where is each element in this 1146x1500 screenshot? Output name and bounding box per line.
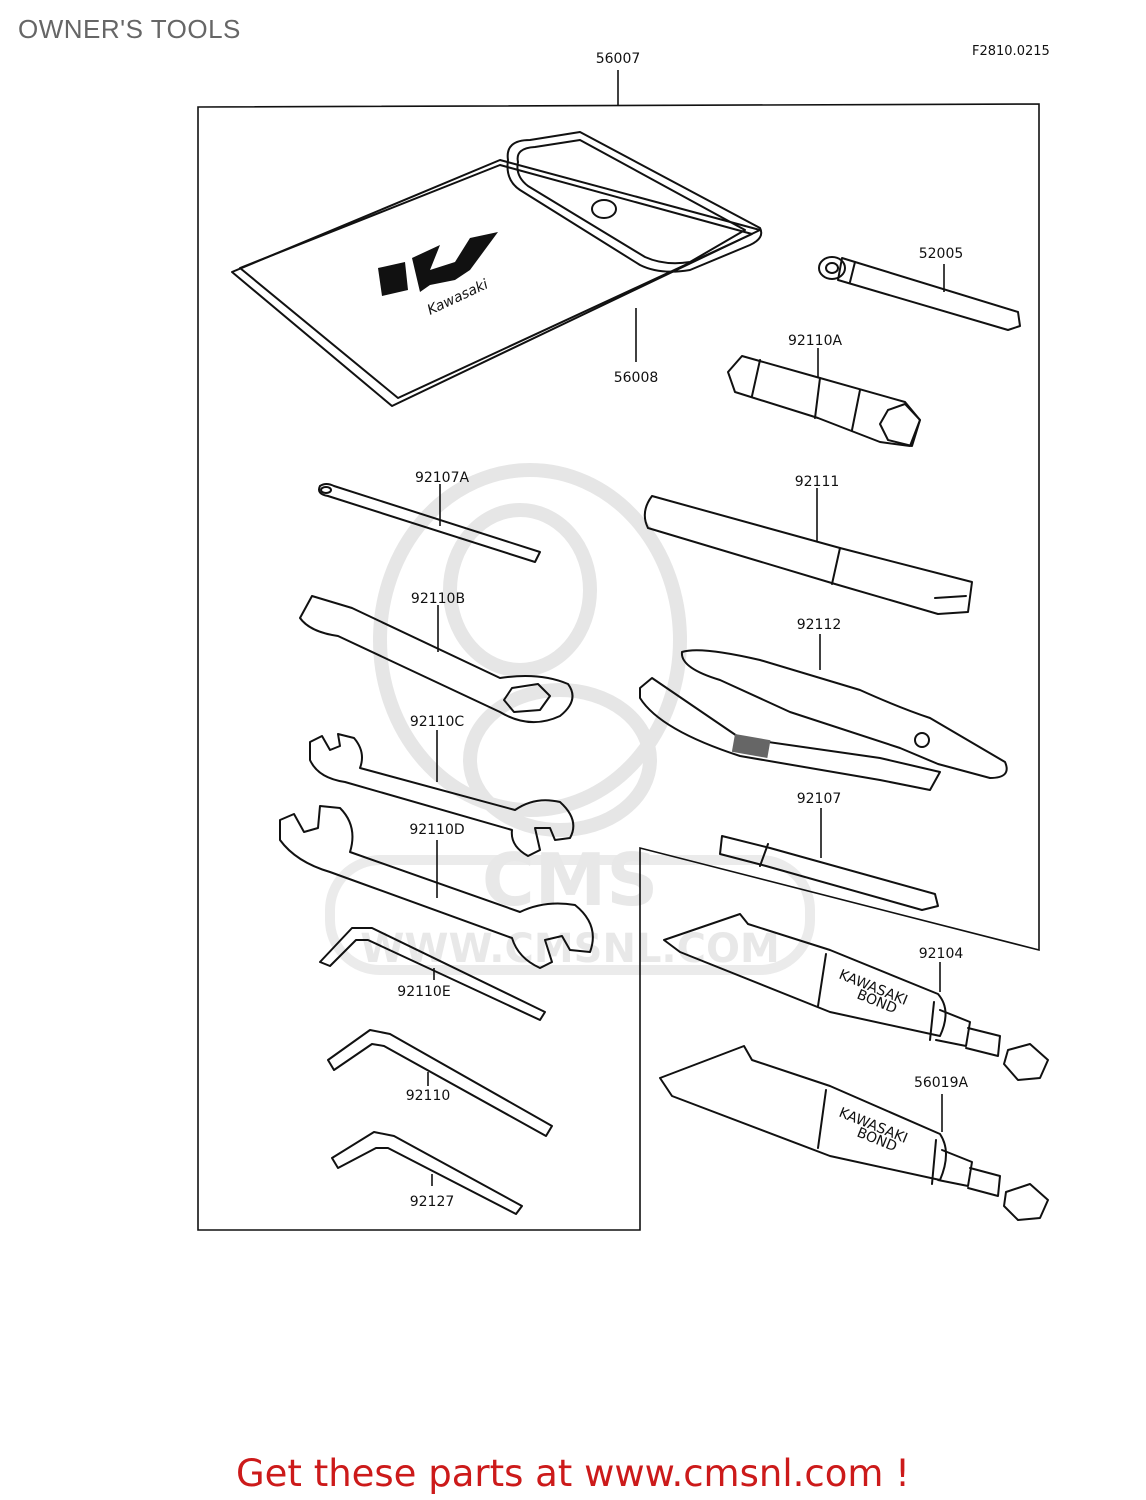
open-end-wrench-d-drawing	[279, 805, 594, 969]
screwdriver-drawing	[719, 808, 939, 911]
extension-grip-drawing	[643, 488, 973, 615]
handle-drawing	[818, 256, 1021, 331]
watermark-brand: CMS	[482, 838, 658, 922]
tool-pouch-drawing: Kawasaki	[231, 131, 763, 407]
part-label-92110: 92110	[406, 1088, 451, 1104]
watermark: CMS WWW.CMSNL.COM	[325, 463, 815, 975]
part-label-56019A: 56019A	[914, 1075, 969, 1091]
footer-link[interactable]: Get these parts at www.cmsnl.com !	[235, 1452, 910, 1495]
part-label-56007: 56007	[596, 51, 641, 67]
part-label-92104: 92104	[919, 946, 964, 962]
ring-wrench-drawing	[299, 595, 574, 724]
parts-diagram: CMS WWW.CMSNL.COM Kawasaki	[197, 51, 1049, 1231]
screwdriver-a-drawing	[318, 483, 541, 563]
part-label-56008: 56008	[614, 370, 659, 386]
part-label-92107A: 92107A	[415, 470, 470, 486]
part-label-52005: 52005	[919, 246, 964, 262]
part-label-92110E: 92110E	[397, 984, 450, 1000]
part-label-92112: 92112	[797, 617, 842, 633]
kit-frame	[197, 70, 1040, 1231]
bond-tube-a-drawing: KAWASAKI BOND	[659, 1045, 1049, 1221]
hex-key-e-drawing	[319, 927, 546, 1021]
pliers-drawing	[639, 634, 1008, 791]
part-label-92110D: 92110D	[409, 822, 464, 838]
hex-key-drawing	[327, 1029, 553, 1137]
part-label-92127: 92127	[410, 1194, 455, 1210]
part-label-92111: 92111	[795, 474, 840, 490]
part-label-92110A: 92110A	[788, 333, 843, 349]
page-title: OWNER'S TOOLS	[18, 14, 241, 44]
part-label-92110C: 92110C	[410, 714, 465, 730]
open-end-wrench-c-drawing	[309, 730, 575, 857]
figure-code: F2810.0215	[972, 44, 1050, 59]
plug-wrench-drawing	[727, 348, 921, 447]
part-label-92110B: 92110B	[411, 591, 465, 607]
hex-key-short-drawing	[331, 1131, 523, 1215]
part-label-92107: 92107	[797, 791, 842, 807]
